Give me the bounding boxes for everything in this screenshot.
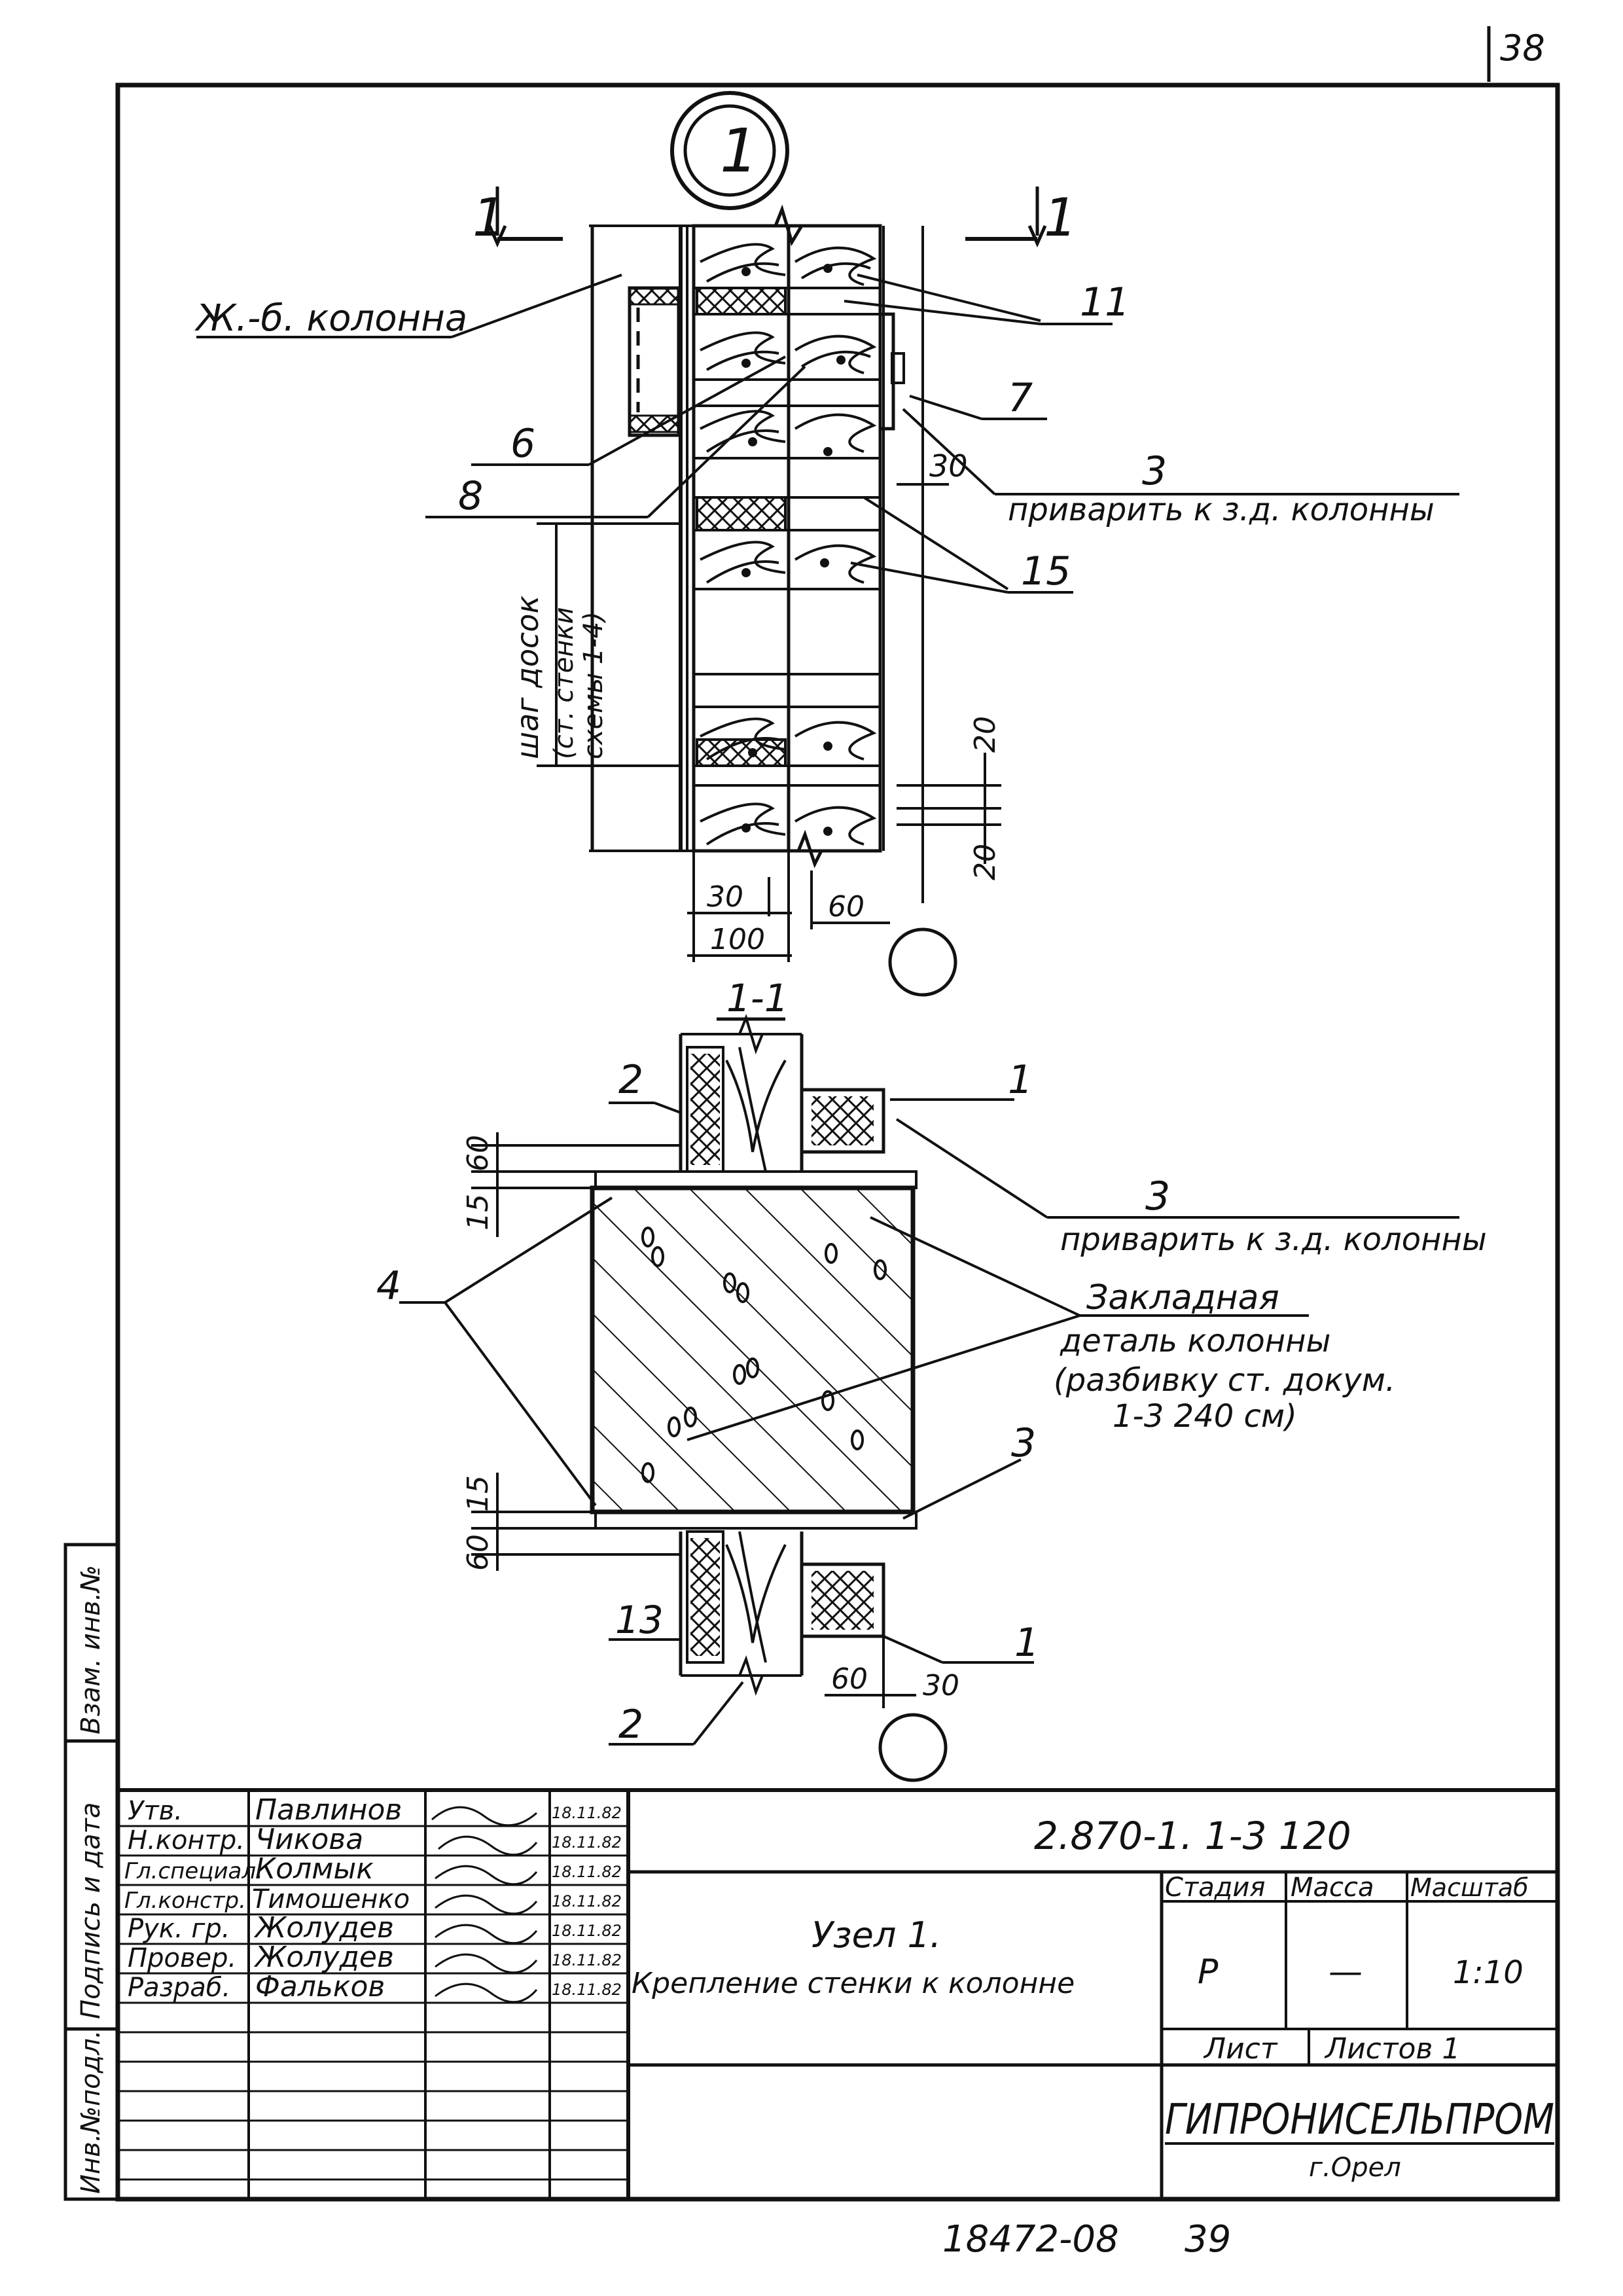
row-date: 18.11.82 xyxy=(552,1951,622,1969)
stamp-signature-date: Подпись и дата xyxy=(76,1803,106,2019)
label-3-top: 3 xyxy=(1142,448,1167,494)
signature-row: Гл.констр. Тимошенко 18.11.82 xyxy=(124,1884,622,1915)
city: г.Орел xyxy=(1309,2153,1401,2183)
label-board-step-3: схемы 1-4) xyxy=(579,611,609,759)
row-role: Гл.специал. xyxy=(124,1858,263,1884)
label-60-top: 60 xyxy=(828,890,865,924)
row-date: 18.11.82 xyxy=(552,1833,622,1852)
axis-circle-bottom xyxy=(878,1713,948,1782)
row-name: Жолудев xyxy=(253,1911,394,1945)
stamp-replaced-inv: Взам. инв.№ xyxy=(76,1565,106,1734)
bottom-page: 39 xyxy=(1185,2218,1231,2261)
scale-value: 1:10 xyxy=(1453,1954,1524,1991)
row-name: Колмык xyxy=(255,1852,374,1886)
label-3-low: 3 xyxy=(1011,1420,1036,1466)
label-100: 100 xyxy=(710,923,765,956)
section-title: 1-1 xyxy=(726,976,789,1020)
stamp-inventory-no: Инв.№подл. xyxy=(76,2030,106,2194)
row-date: 18.11.82 xyxy=(552,1892,622,1910)
title-block: Утв. Павлинов 18.11.82 Н.контр. Чикова 1… xyxy=(118,1788,1558,2199)
stage-header: Стадия xyxy=(1165,1873,1265,1903)
label-weld-mid: приварить к з.д. колонны xyxy=(1060,1221,1487,1258)
row-role: Разраб. xyxy=(128,1973,230,2003)
label-8: 8 xyxy=(458,473,483,519)
label-embed-1: Закладная xyxy=(1086,1278,1279,1318)
side-stamp: Инв.№подл. Подпись и дата Взам. инв.№ xyxy=(63,1543,120,2201)
row-date: 18.11.82 xyxy=(552,1981,622,1999)
label-15-a: 15 xyxy=(461,1194,495,1230)
label-embed-4: 1-3 240 см) xyxy=(1113,1398,1297,1435)
mass-header: Масса xyxy=(1291,1873,1374,1903)
elevation-view: 1 1 1 xyxy=(194,91,1459,997)
label-15-b: 15 xyxy=(461,1475,495,1512)
label-embed-3: (разбивку ст. докум. xyxy=(1054,1362,1395,1399)
page-number: 38 xyxy=(1500,27,1545,69)
label-1-bottom: 1 xyxy=(1014,1620,1039,1666)
row-name: Чикова xyxy=(255,1823,363,1856)
row-name: Жолудев xyxy=(253,1941,394,1974)
label-15: 15 xyxy=(1021,548,1071,594)
signature-row: Рук. гр. Жолудев 18.11.82 xyxy=(128,1911,622,1945)
row-role: Н.контр. xyxy=(128,1825,245,1856)
row-name: Павлинов xyxy=(255,1793,402,1827)
label-2-bottom: 2 xyxy=(618,1702,643,1748)
label-30-c: 30 xyxy=(923,1669,959,1702)
node-marker-number: 1 xyxy=(720,116,758,186)
label-13: 13 xyxy=(615,1598,664,1642)
organization: ГИПРОНИСЕЛЬПРОМ xyxy=(1165,2096,1554,2144)
label-weld-top: приварить к з.д. колонны xyxy=(1008,492,1435,528)
row-name: Тимошенко xyxy=(252,1884,410,1914)
label-6: 6 xyxy=(510,421,535,467)
row-date: 18.11.82 xyxy=(552,1922,622,1940)
bottom-number: 18472-08 xyxy=(942,2218,1119,2261)
label-11: 11 xyxy=(1080,279,1130,325)
label-60-a: 60 xyxy=(461,1135,495,1172)
label-20-upper: 20 xyxy=(969,716,1002,753)
label-3-mid: 3 xyxy=(1145,1174,1170,1219)
label-4: 4 xyxy=(376,1263,401,1309)
row-date: 18.11.82 xyxy=(552,1863,622,1881)
label-embed-2: деталь колонны xyxy=(1060,1323,1330,1359)
signature-row: Н.контр. Чикова 18.11.82 xyxy=(128,1823,622,1856)
stage-value: Р xyxy=(1198,1952,1219,1992)
signature-row: Утв. Павлинов 18.11.82 xyxy=(128,1793,622,1827)
label-60-b: 60 xyxy=(461,1534,495,1571)
signature-row: Гл.специал. Колмык 18.11.82 xyxy=(124,1852,622,1886)
label-column: Ж.-б. колонна xyxy=(194,297,467,340)
sheet-label: Лист xyxy=(1203,2032,1278,2066)
node-marker-inner xyxy=(683,104,776,197)
section-mark-right: 1 xyxy=(1044,187,1077,248)
mass-value: — xyxy=(1329,1952,1363,1992)
label-board-step-2: (ст. стенки xyxy=(549,607,579,759)
label-2-top: 2 xyxy=(618,1057,643,1103)
row-role: Утв. xyxy=(128,1796,183,1826)
label-30-top: 30 xyxy=(929,448,968,484)
label-20-lower: 20 xyxy=(969,844,1002,880)
signature-row: Провер. Жолудев 18.11.82 xyxy=(128,1941,622,1974)
title-line-2: Крепление стенки к колонне xyxy=(632,1967,1075,2000)
label-1-top: 1 xyxy=(1008,1057,1033,1103)
node-marker-outer xyxy=(670,91,789,210)
label-30-bottom: 30 xyxy=(707,880,743,914)
row-role: Провер. xyxy=(128,1943,236,1973)
signature-row: Разраб. Фальков 18.11.82 xyxy=(128,1970,622,2003)
doc-code: 2.870-1. 1-3 120 xyxy=(1034,1814,1351,1858)
scale-header: Масштаб xyxy=(1410,1873,1529,1902)
drawing-frame xyxy=(115,82,1560,2202)
axis-circle-top xyxy=(888,927,957,997)
row-date: 18.11.82 xyxy=(552,1804,622,1822)
label-board-step-1: шаг досок xyxy=(510,596,545,759)
row-name: Фальков xyxy=(255,1970,385,2003)
title-line-1: Узел 1. xyxy=(812,1914,941,1956)
sheets-label: Листов 1 xyxy=(1324,2032,1460,2066)
row-role: Рук. гр. xyxy=(128,1914,230,1944)
column-section xyxy=(590,1185,916,1515)
label-7: 7 xyxy=(1008,375,1033,421)
section-view: 1-1 xyxy=(376,976,1487,1782)
row-role: Гл.констр. xyxy=(124,1888,246,1914)
label-60-c: 60 xyxy=(831,1662,868,1696)
